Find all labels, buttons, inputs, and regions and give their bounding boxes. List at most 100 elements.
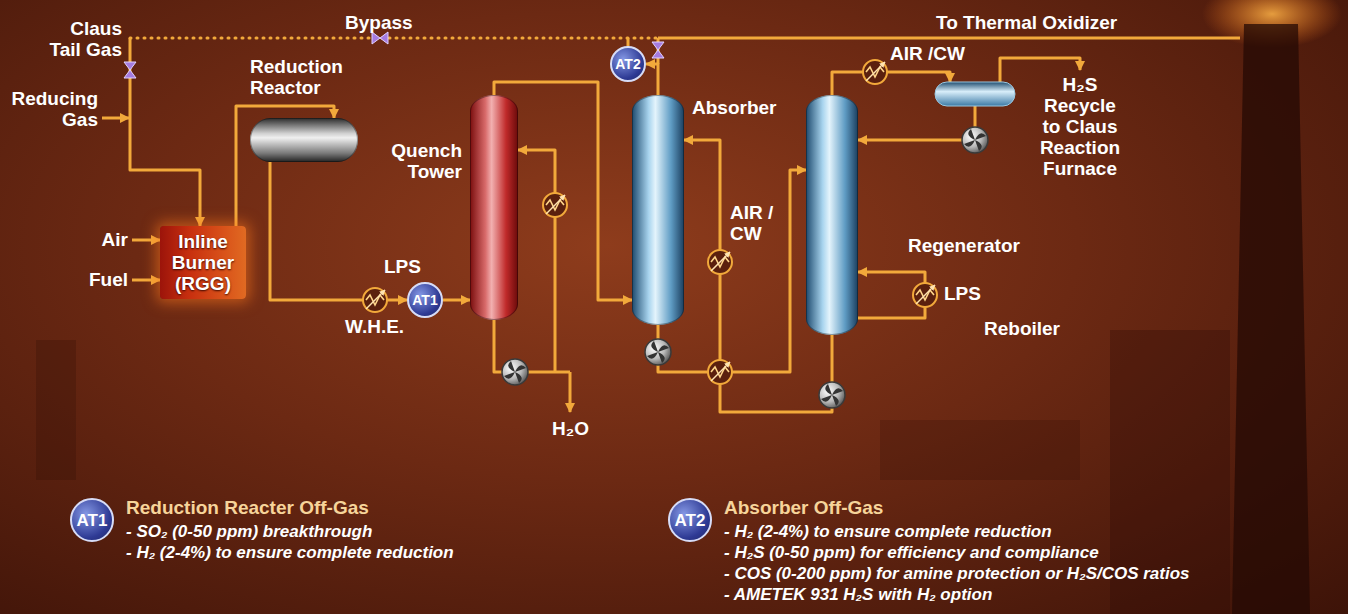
pump-blade: [658, 352, 665, 363]
note-bullet: - COS (0-200 ppm) for amine protection o…: [724, 564, 1190, 584]
stream-label: Air: [92, 229, 128, 250]
analyzer-key: AT2: [668, 498, 712, 542]
process-pipe: [858, 139, 962, 142]
process-pipe: [102, 117, 129, 120]
analyzer-badge: AT1: [407, 282, 443, 318]
equipment-label: Quench Tower: [382, 140, 462, 182]
stream-label: Bypass: [345, 12, 413, 33]
equipment-label: Regenerator: [908, 235, 1020, 256]
pump-casing: [502, 359, 528, 385]
stream-label: Claus Tail Gas: [36, 18, 122, 60]
note-bullet: - SO₂ (0-50 ppm) breakthrough: [126, 522, 372, 542]
note-bullet: - H₂S (0-50 ppm) for efficiency and comp…: [724, 543, 1099, 563]
label-holder: Air: [92, 229, 128, 250]
pump-symbol: [502, 359, 528, 385]
analyzer-tag: AT1: [77, 512, 108, 529]
absorber-column: Absorber: [632, 95, 684, 325]
analyzer-tag: AT2: [615, 57, 640, 71]
label-holder: Absorber: [692, 97, 776, 118]
reflux-drum: [935, 82, 1015, 106]
utility-label: LPS: [384, 256, 421, 277]
burner-label: Inline Burner (RGG): [168, 231, 238, 294]
valve-body: [652, 42, 664, 58]
process-pipe: [627, 38, 630, 46]
label-holder: H₂S Recycle to Claus Reaction Furnace: [1038, 74, 1122, 179]
equipment-label: Absorber: [692, 97, 776, 118]
equipment-label: Reduction Reactor: [250, 56, 358, 98]
label-holder: W.H.E.: [345, 316, 404, 337]
stream-label: Fuel: [80, 269, 128, 290]
analyzer-tag: AT2: [675, 512, 706, 529]
pump-blade: [832, 395, 839, 406]
stream-label: Reducing Gas: [6, 88, 98, 130]
inline-burner: Inline Burner (RGG): [160, 226, 246, 299]
note-bullet: - H₂ (2-4%) to ensure complete reduction: [724, 522, 1052, 542]
analyzer-key: AT1: [70, 498, 114, 542]
label-holder: Quench Tower: [382, 140, 462, 182]
process-pipe: [646, 64, 658, 95]
label-holder: Reducing Gas: [6, 88, 98, 130]
label-holder: To Thermal Oxidizer: [936, 12, 1117, 33]
pump-symbol: [645, 339, 671, 365]
exchanger-arrow: [366, 290, 385, 309]
pump-blade: [975, 133, 986, 140]
label-holder: - AMETEK 931 H₂S with H₂ option: [724, 585, 992, 605]
label-holder: - SO₂ (0-50 ppm) breakthrough: [126, 522, 372, 542]
pump-blade: [964, 140, 975, 147]
regenerator-column: Regenerator: [806, 95, 858, 335]
thermal-oxidizer-stack: [1232, 24, 1310, 614]
process-pipe: [518, 150, 555, 372]
label-holder: AIR / CW: [730, 202, 780, 244]
pump-blade: [504, 372, 515, 379]
exchanger-arrow: [546, 195, 565, 214]
label-holder: Reduction Reacter Off-Gas: [126, 497, 369, 518]
equipment-label: W.H.E.: [345, 316, 404, 337]
label-holder: LPS: [384, 256, 421, 277]
label-holder: Reboiler: [984, 318, 1060, 339]
label-holder: - H₂ (2-4%) to ensure complete reduction: [724, 522, 1052, 542]
valve-symbol: [652, 42, 664, 58]
pump-blade: [515, 365, 526, 372]
quench-tower: Quench Tower: [470, 95, 518, 320]
utility-label: AIR / CW: [730, 202, 780, 244]
stream-label: H₂S Recycle to Claus Reaction Furnace: [1038, 74, 1122, 179]
heat-exchanger-symbol: [363, 288, 387, 312]
label-holder: Fuel: [80, 269, 128, 290]
pump-blade: [968, 129, 975, 140]
process-pipe: [569, 372, 572, 412]
valve-body: [124, 62, 136, 78]
bypass-line: [130, 37, 658, 40]
exchanger-arrow: [711, 252, 730, 271]
label-holder: Claus Tail Gas: [36, 18, 122, 60]
note-heading: Absorber Off-Gas: [724, 497, 883, 518]
process-pipe: [443, 299, 470, 302]
label-holder: Regenerator: [908, 235, 1020, 256]
exchanger-arrow: [866, 62, 885, 81]
refinery-silhouette: [880, 420, 1080, 480]
heat-exchanger-symbol: [708, 360, 732, 384]
pump-blade: [821, 395, 832, 402]
refinery-silhouette: [36, 340, 76, 480]
pump-blade: [825, 384, 832, 395]
heat-exchanger-symbol: [863, 60, 887, 84]
label-holder: AIR /CW: [890, 43, 965, 64]
equipment-label: Reboiler: [984, 318, 1060, 339]
reduction-reactor: Reduction Reactor: [250, 118, 358, 162]
label-holder: Bypass: [345, 12, 413, 33]
process-pipe: [132, 239, 160, 242]
label-holder: Reduction Reactor: [250, 56, 358, 98]
process-pipe: [270, 162, 407, 300]
pump-symbol: [962, 127, 988, 153]
exchanger-shell: [863, 60, 887, 84]
pump-casing: [962, 127, 988, 153]
label-holder: H₂O: [552, 418, 589, 439]
analyzer-tag: AT1: [412, 293, 437, 307]
stream-label: To Thermal Oxidizer: [936, 12, 1117, 33]
pump-blade: [658, 345, 669, 352]
exchanger-arrow: [711, 362, 730, 381]
pump-blade: [508, 361, 515, 372]
valve-symbol: [372, 32, 388, 44]
heat-exchanger-symbol: [708, 250, 732, 274]
stream-label: H₂O: [552, 418, 589, 439]
note-heading: Reduction Reacter Off-Gas: [126, 497, 369, 518]
